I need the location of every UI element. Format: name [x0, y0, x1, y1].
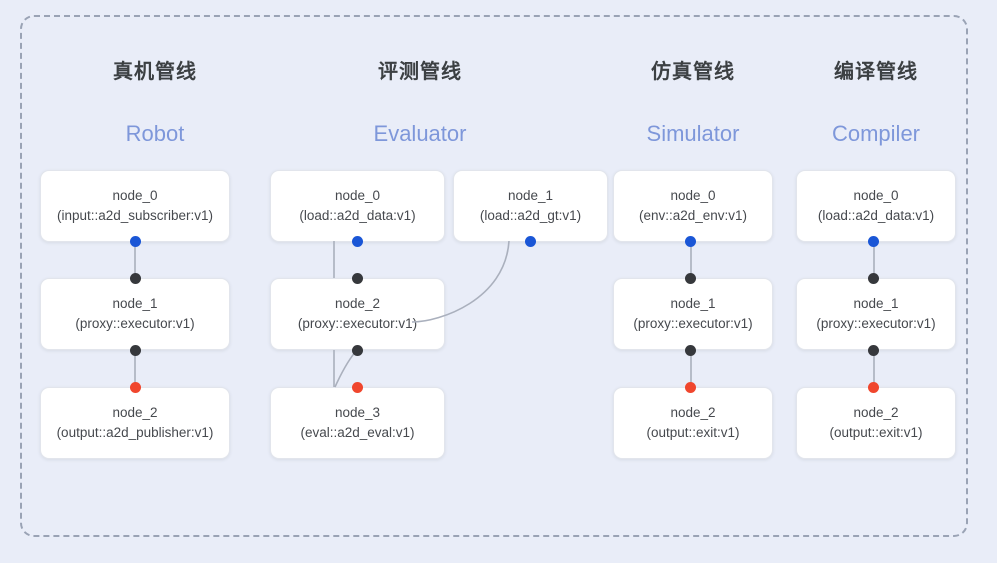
node-spec: (proxy::executor:v1)	[816, 316, 936, 331]
node-spec: (output::a2d_publisher:v1)	[56, 425, 214, 440]
node-name: node_2	[334, 296, 381, 312]
port-dot-input-black[interactable]	[352, 273, 363, 284]
port-dot-output-black[interactable]	[685, 345, 696, 356]
node-simulator-2[interactable]: node_2 (output::exit:v1)	[613, 387, 773, 459]
pipeline-column-robot: 真机管线 Robot node_0 (input::a2d_subscriber…	[20, 15, 290, 537]
port-dot-output-blue[interactable]	[525, 236, 536, 247]
port-dot-output-blue[interactable]	[868, 236, 879, 247]
node-name: node_0	[670, 188, 716, 204]
pipeline-column-evaluator: 评测管线 Evaluator node_0 (load::a2d_data:v1…	[250, 15, 610, 537]
node-name: node_0	[112, 188, 158, 204]
node-simulator-0[interactable]: node_0 (env::a2d_env:v1)	[613, 170, 773, 242]
column-title-evaluator: 评测管线	[378, 61, 462, 83]
port-dot-input-black[interactable]	[130, 273, 141, 284]
port-dot-output-black[interactable]	[352, 345, 363, 356]
node-spec: (proxy::executor:v1)	[633, 316, 753, 331]
pipeline-group-frame	[20, 15, 968, 537]
node-spec: (load::a2d_data:v1)	[817, 208, 935, 223]
port-dot-output-black[interactable]	[868, 345, 879, 356]
node-name: node_1	[670, 296, 716, 312]
port-dot-input-red[interactable]	[352, 382, 363, 393]
node-simulator-1[interactable]: node_1 (proxy::executor:v1)	[613, 278, 773, 350]
port-dot-input-red[interactable]	[130, 382, 141, 393]
node-name: node_2	[853, 405, 899, 421]
port-dot-output-blue[interactable]	[352, 236, 363, 247]
node-name: node_1	[112, 296, 158, 312]
node-name: node_2	[670, 405, 716, 421]
port-dot-input-black[interactable]	[685, 273, 696, 284]
node-name: node_1	[853, 296, 899, 312]
node-spec: (eval::a2d_eval:v1)	[300, 425, 415, 440]
node-evaluator-2[interactable]: node_2 (proxy::executor:v1)	[270, 278, 445, 350]
node-robot-0[interactable]: node_0 (input::a2d_subscriber:v1)	[40, 170, 230, 242]
node-name: node_2	[112, 405, 158, 421]
column-title-compiler: 编译管线	[834, 61, 918, 83]
column-title-robot: 真机管线	[113, 61, 197, 83]
pipeline-columns: 真机管线 Robot node_0 (input::a2d_subscriber…	[20, 15, 968, 537]
port-dot-input-black[interactable]	[868, 273, 879, 284]
column-title-simulator: 仿真管线	[651, 61, 735, 83]
column-subtitle-simulator: Simulator	[646, 121, 740, 146]
node-evaluator-0[interactable]: node_0 (load::a2d_data:v1)	[270, 170, 445, 242]
node-spec: (output::exit:v1)	[829, 425, 923, 440]
port-dot-output-blue[interactable]	[685, 236, 696, 247]
pipeline-column-simulator: 仿真管线 Simulator node_0 (env::a2d_env:v1) …	[613, 15, 773, 537]
node-spec: (proxy::executor:v1)	[75, 316, 195, 331]
node-spec: (proxy::executor:v1)	[297, 316, 418, 331]
port-dot-input-red[interactable]	[685, 382, 696, 393]
port-dot-input-red[interactable]	[868, 382, 879, 393]
node-spec: (load::a2d_gt:v1)	[479, 208, 582, 223]
port-dot-output-blue[interactable]	[130, 236, 141, 247]
column-subtitle-evaluator: Evaluator	[373, 121, 467, 146]
node-spec: (output::exit:v1)	[646, 425, 740, 440]
node-evaluator-1[interactable]: node_1 (load::a2d_gt:v1)	[453, 170, 608, 242]
node-robot-1[interactable]: node_1 (proxy::executor:v1)	[40, 278, 230, 350]
pipeline-column-compiler: 编译管线 Compiler node_0 (load::a2d_data:v1)…	[796, 15, 956, 537]
node-compiler-2[interactable]: node_2 (output::exit:v1)	[796, 387, 956, 459]
node-evaluator-3[interactable]: node_3 (eval::a2d_eval:v1)	[270, 387, 445, 459]
node-name: node_3	[334, 405, 381, 421]
node-name: node_0	[334, 188, 381, 204]
node-robot-2[interactable]: node_2 (output::a2d_publisher:v1)	[40, 387, 230, 459]
node-compiler-1[interactable]: node_1 (proxy::executor:v1)	[796, 278, 956, 350]
port-dot-output-black[interactable]	[130, 345, 141, 356]
column-subtitle-robot: Robot	[125, 121, 185, 146]
node-spec: (input::a2d_subscriber:v1)	[56, 208, 214, 223]
node-name: node_1	[507, 188, 554, 204]
node-spec: (load::a2d_data:v1)	[299, 208, 416, 223]
node-name: node_0	[853, 188, 899, 204]
node-compiler-0[interactable]: node_0 (load::a2d_data:v1)	[796, 170, 956, 242]
column-subtitle-compiler: Compiler	[831, 121, 921, 146]
node-spec: (env::a2d_env:v1)	[638, 208, 748, 223]
